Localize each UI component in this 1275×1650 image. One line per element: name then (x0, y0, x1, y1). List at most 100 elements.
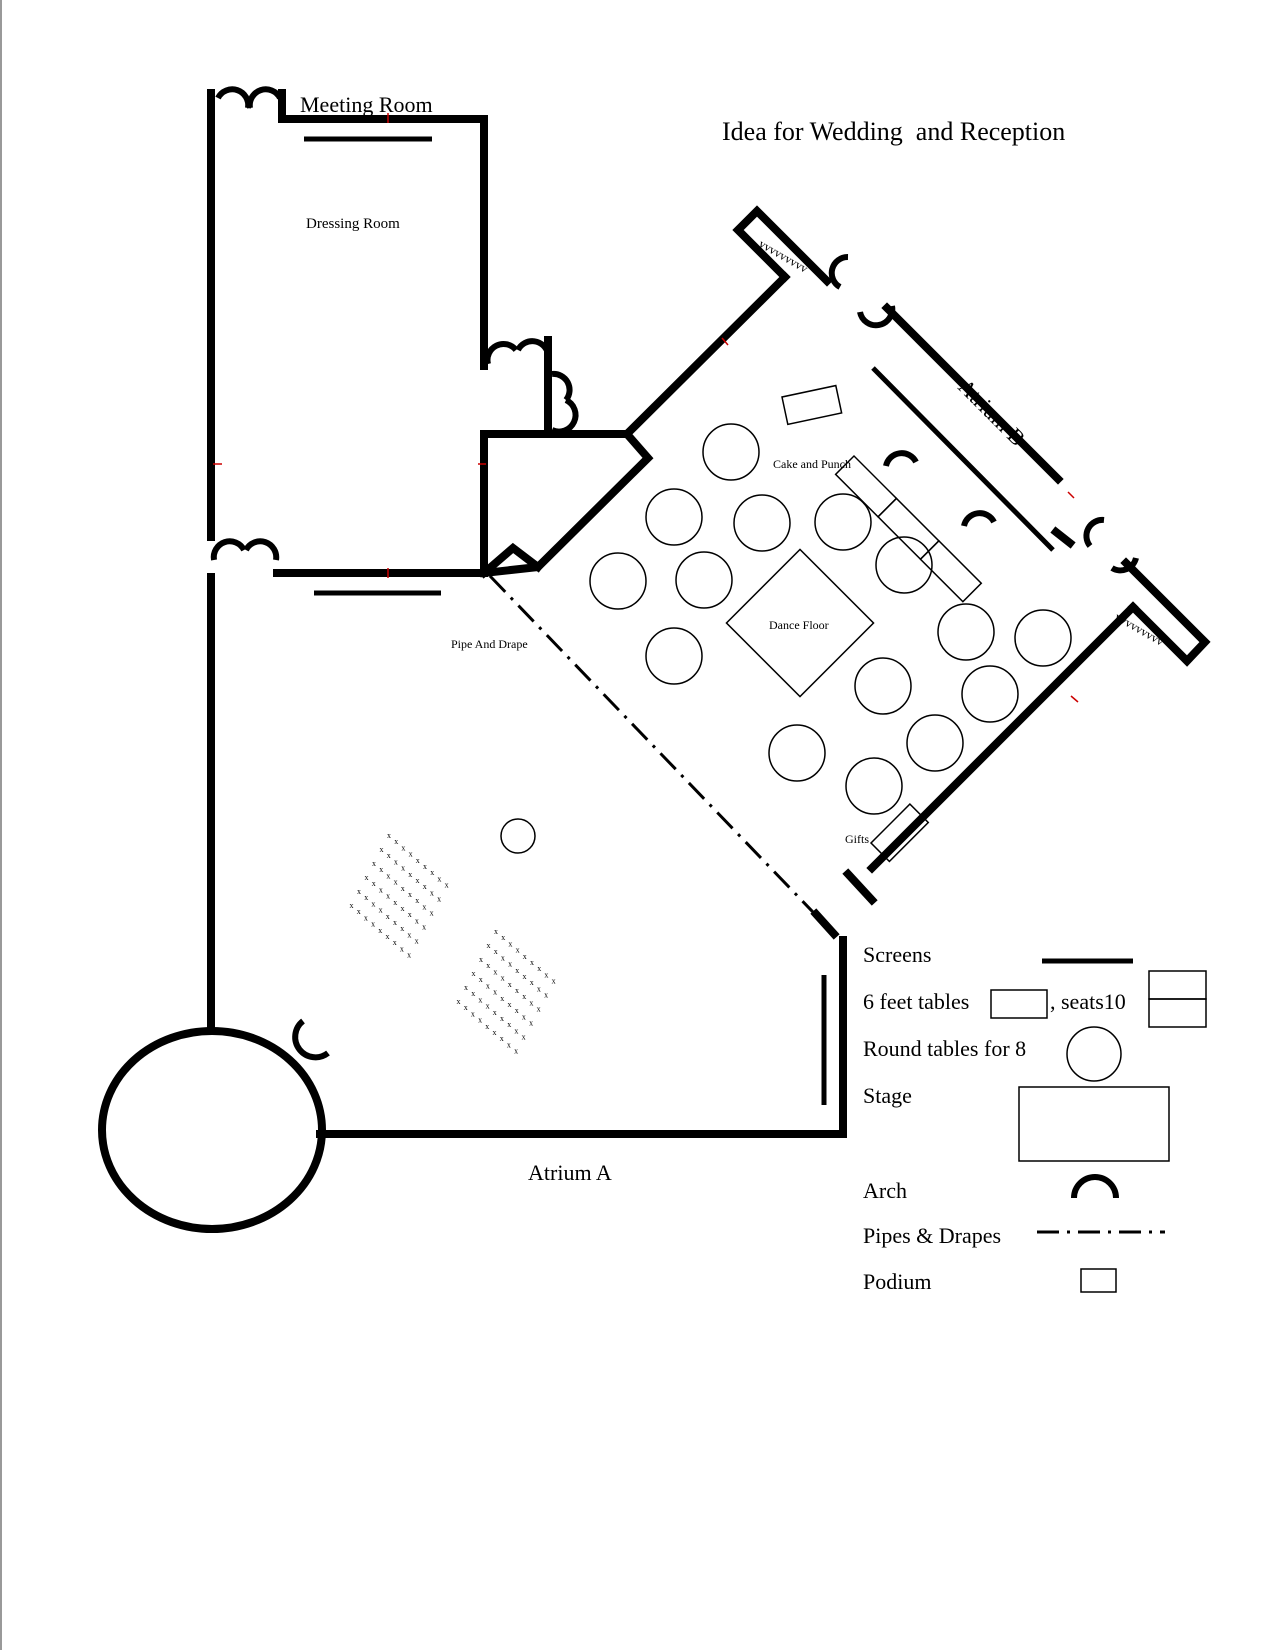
gift-table (869, 803, 930, 863)
chair-mark: x (493, 1008, 497, 1017)
chair-mark: x (514, 1026, 518, 1035)
chair-mark: x (407, 951, 411, 960)
chair-mark: x (494, 947, 498, 956)
pipe-and-drape-label: Pipe And Drape (451, 637, 528, 651)
chair-mark: x (515, 986, 519, 995)
chair-mark: x (401, 904, 405, 913)
chair-mark: x (430, 888, 434, 897)
chair-mark: x (500, 1014, 504, 1023)
legend-stage-label: Stage (863, 1083, 912, 1108)
pipe-and-drape-line (488, 574, 838, 938)
chair-mark: x (508, 960, 512, 969)
chair-mark: x (507, 1040, 511, 1049)
meeting-room-label: Meeting Room (300, 92, 433, 117)
chair-mark: x (386, 892, 390, 901)
meeting-room-walls (207, 89, 631, 1034)
chair-mark: x (400, 924, 404, 933)
round-table (1014, 609, 1072, 667)
chair-mark: x (500, 994, 504, 1003)
chair-mark: x (408, 870, 412, 879)
chair-mark: x (386, 912, 390, 921)
chair-mark: x (516, 946, 520, 955)
chair-mark: x (537, 964, 541, 973)
chair-mark: x (415, 896, 419, 905)
chair-mark: x (415, 937, 419, 946)
chair-mark: x (416, 876, 420, 885)
chair-mark: x (407, 930, 411, 939)
chair-mark: x (486, 961, 490, 970)
round-table (845, 757, 903, 815)
chair-mark: x (387, 831, 391, 840)
chair-mark: x (415, 916, 419, 925)
chair-mark: x (471, 1009, 475, 1018)
chair-mark: x (500, 1034, 504, 1043)
chair-mark: x (350, 901, 354, 910)
chair-mark: x (457, 997, 461, 1006)
chair-mark: x (437, 874, 441, 883)
chair-block: xxxxxxxxxxxxxxxxxxxxxxxxxxxxxxxxxxxxxxxx… (350, 831, 450, 960)
round-table (645, 627, 703, 685)
plan-title: Idea for Wedding and Reception (722, 117, 1065, 146)
chair-mark: x (522, 1033, 526, 1042)
chair-mark: x (493, 988, 497, 997)
chair-mark: x (494, 927, 498, 936)
chair-mark: x (501, 933, 505, 942)
legend-round-table-symbol (1066, 1026, 1122, 1082)
legend-pipes-drapes-label: Pipes & Drapes (863, 1223, 1001, 1248)
chair-mark: x (552, 977, 556, 986)
round-table (961, 665, 1019, 723)
arch-icon (292, 1018, 330, 1061)
dance-floor (725, 548, 875, 698)
round-table (589, 552, 647, 610)
round-table (645, 488, 703, 546)
chair-mark: x (408, 910, 412, 919)
chair-mark: x (423, 882, 427, 891)
round-table (814, 493, 872, 551)
chair-mark: x (529, 998, 533, 1007)
chair-mark: x (530, 958, 534, 967)
legend-podium-symbol (1080, 1268, 1117, 1293)
chair-mark: x (515, 1006, 519, 1015)
screen (871, 366, 1055, 552)
round-table (702, 423, 760, 481)
chair-mark: x (401, 843, 405, 852)
chair-mark: x (386, 871, 390, 880)
chair-mark: x (364, 893, 368, 902)
legend-seats10-symbol (1148, 970, 1207, 1000)
legend-round-tables-label: Round tables for 8 (863, 1036, 1026, 1061)
head-table (834, 454, 983, 603)
legend-stage-symbol (1018, 1086, 1170, 1162)
round-table (500, 818, 536, 854)
chair-mark: x (515, 966, 519, 975)
atrium-b-label: Atrium B (953, 374, 1030, 451)
double-door-arch-icon (828, 253, 1139, 574)
chair-mark: x (507, 1020, 511, 1029)
legend-podium-label: Podium (863, 1269, 931, 1294)
chair-mark: x (464, 983, 468, 992)
chair-mark: x (430, 868, 434, 877)
chair-mark: x (401, 884, 405, 893)
chair-mark: x (485, 1022, 489, 1031)
atrium-a-label: Atrium A (528, 1160, 612, 1185)
chair-mark: x (471, 989, 475, 998)
chair-mark: x (423, 862, 427, 871)
chair-mark: x (430, 909, 434, 918)
chair-mark: x (371, 920, 375, 929)
chair-mark: x (379, 885, 383, 894)
cake-table (781, 384, 843, 426)
round-table (675, 551, 733, 609)
chair-mark: x (493, 967, 497, 976)
chair-mark: x (364, 913, 368, 922)
chair-mark: x (501, 953, 505, 962)
chair-mark: x (479, 955, 483, 964)
chair-mark: x (379, 865, 383, 874)
chair-mark: x (508, 939, 512, 948)
chair-mark: x (445, 881, 449, 890)
round-table (768, 724, 826, 782)
dressing-room-label: Dressing Room (306, 216, 400, 232)
legend-arch-label: Arch (863, 1178, 907, 1203)
legend-six-feet-table-symbol (990, 989, 1048, 1019)
chair-mark: x (422, 902, 426, 911)
chair-mark: x (487, 941, 491, 950)
